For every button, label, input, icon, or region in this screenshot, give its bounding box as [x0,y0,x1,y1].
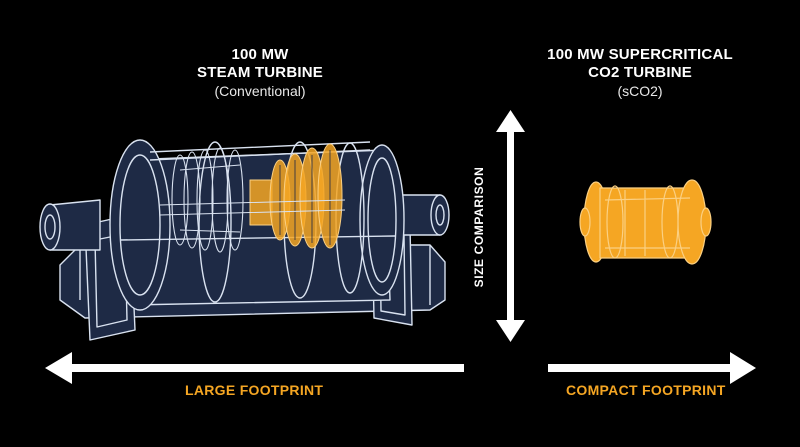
sco2-title-line1: 100 MW SUPERCRITICAL [547,46,733,63]
compact-footprint-arrow [548,352,756,384]
sco2-turbine-illustration [579,179,712,265]
sco2-turbine-title: 100 MW SUPERCRITICAL CO2 TURBINE (sCO2) [520,46,760,100]
steam-title-line2: STEAM TURBINE [197,64,323,81]
steam-turbine-left-flange [109,139,171,311]
large-footprint-label: LARGE FOOTPRINT [185,382,324,398]
steam-subtitle: (Conventional) [214,83,306,99]
sco2-title-line2: CO2 TURBINE [588,64,692,81]
steam-turbine-title: 100 MW STEAM TURBINE (Conventional) [160,46,360,100]
compact-footprint-label: COMPACT FOOTPRINT [566,382,726,398]
sco2-subtitle: (sCO2) [617,83,663,99]
size-comparison-label: SIZE COMPARISON [472,166,486,288]
steam-turbine-illustration [39,139,450,341]
large-footprint-arrow [45,352,464,384]
steam-turbine-blades-hp [171,147,244,253]
steam-turbine-right-flange [359,144,405,296]
steam-title-line1: 100 MW [231,46,289,63]
size-comparison-arrow [496,110,525,342]
